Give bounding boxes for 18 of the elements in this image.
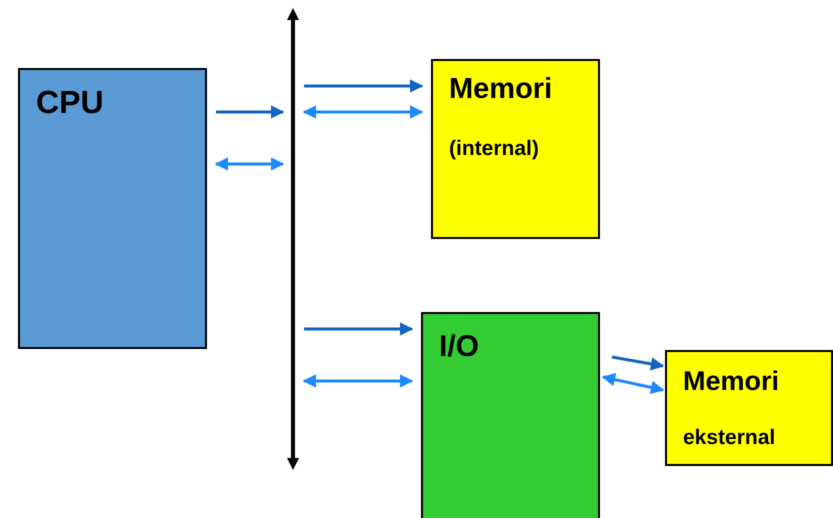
component-box xyxy=(431,59,600,239)
arrow xyxy=(302,374,414,388)
component-box xyxy=(421,312,600,518)
arrow xyxy=(216,105,284,119)
arrow xyxy=(302,105,424,119)
box-subtitle: eksternal xyxy=(683,426,776,450)
box-title: Memori xyxy=(449,73,552,106)
arrow xyxy=(214,157,284,171)
box-subtitle: (internal) xyxy=(449,137,539,161)
box-title: Memori xyxy=(683,366,780,397)
component-box xyxy=(18,68,207,349)
box-title: CPU xyxy=(36,84,104,121)
arrow xyxy=(612,356,664,371)
arrow xyxy=(602,372,664,394)
arrow xyxy=(304,79,424,93)
arrow xyxy=(304,322,414,336)
box-title: I/O xyxy=(439,330,480,364)
component-box xyxy=(665,350,833,466)
